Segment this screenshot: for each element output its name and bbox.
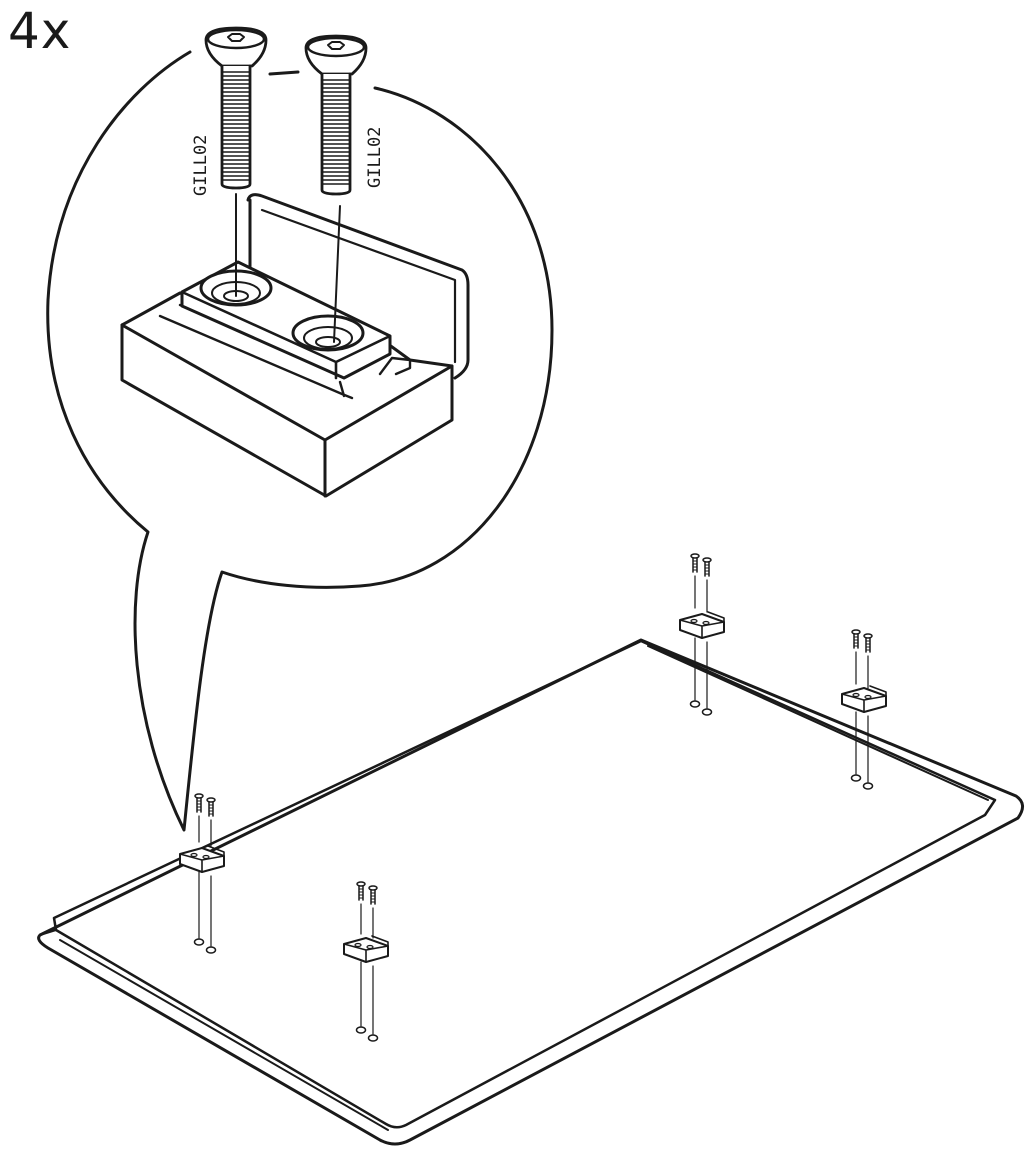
table-top-panel: [37, 638, 1024, 1146]
bracket-back-left: [678, 552, 726, 716]
screw-2: [304, 34, 368, 196]
screw-label-1: GILL02: [191, 135, 211, 196]
bracket-front-center: [342, 880, 390, 1042]
bracket-back-right: [840, 628, 888, 790]
quantity-label: 4x: [8, 2, 72, 60]
screw-1: [204, 26, 268, 190]
bracket-detail: [120, 193, 470, 498]
screw-label-2: GILL02: [365, 127, 385, 188]
bracket-front-left: [178, 792, 226, 954]
detail-callout: GILL02 GILL02: [46, 26, 554, 832]
